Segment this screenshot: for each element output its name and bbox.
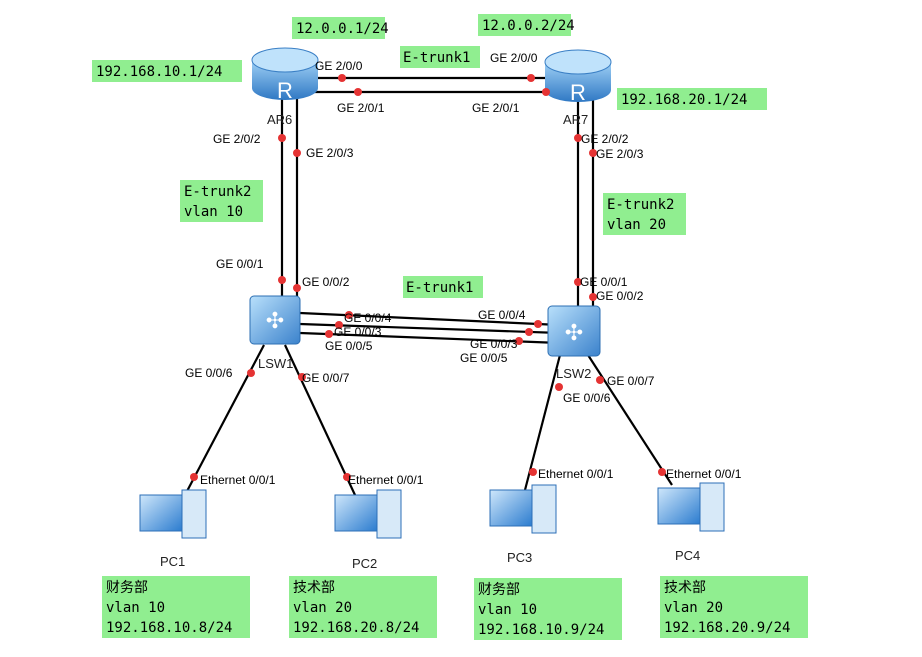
port-label: GE 0/0/2 — [596, 289, 644, 303]
device-label: AR6 — [267, 112, 292, 127]
switch-lsw1[interactable]: ✣ LSW1 — [249, 295, 301, 371]
note-pc1-ip: 192.168.10.8/24 — [106, 620, 232, 636]
port-label: GE 0/0/5 — [325, 339, 373, 353]
port-label: GE 0/0/6 — [563, 391, 611, 405]
svg-text:✣: ✣ — [565, 320, 583, 345]
device-label: PC4 — [675, 548, 700, 563]
link-lsw-g003 — [299, 322, 561, 335]
note-etrunk1-switches: E-trunk1 — [406, 280, 473, 296]
note-ar7-wan: 12.0.0.2/24 — [482, 18, 575, 34]
port-label: GE 0/0/7 — [302, 371, 350, 385]
pc-icon — [334, 494, 378, 532]
link-lsw1-pc2 — [284, 344, 356, 496]
port-label: GE 0/0/1 — [580, 275, 628, 289]
pc-pc1[interactable]: PC1 — [139, 489, 207, 569]
port-label: GE 2/0/1 — [337, 101, 385, 115]
note-etrunk2-right: E-trunk2 — [607, 197, 674, 213]
note-pc3-vlan: vlan 10 — [478, 602, 537, 618]
port-label: GE 2/0/0 — [490, 51, 538, 65]
port-label: Ethernet 0/0/1 — [666, 467, 742, 481]
pc-pc4[interactable]: PC4 — [657, 482, 725, 563]
port-dots — [190, 74, 666, 481]
pc-icon — [657, 487, 701, 525]
note-etrunk2-left: E-trunk2 — [184, 184, 251, 200]
svg-text:R: R — [277, 78, 293, 103]
svg-text:R: R — [570, 80, 586, 105]
port-label: Ethernet 0/0/1 — [538, 467, 614, 481]
note-pc2-vlan: vlan 20 — [293, 600, 352, 616]
port-label: Ethernet 0/0/1 — [348, 473, 424, 487]
port-label: GE 2/0/3 — [596, 147, 644, 161]
port-label: GE 0/0/3 — [334, 325, 382, 339]
pc-icon — [489, 489, 533, 527]
port-label: GE 0/0/3 — [470, 337, 518, 351]
note-etrunk1-routers: E-trunk1 — [403, 50, 470, 66]
port-label: GE 0/0/4 — [478, 308, 526, 322]
pc-icon — [139, 494, 183, 532]
note-pc3-ip: 192.168.10.9/24 — [478, 622, 604, 638]
pc-pc2[interactable]: PC2 — [334, 489, 402, 571]
port-label: GE 0/0/1 — [216, 257, 264, 271]
note-pc1-vlan: vlan 10 — [106, 600, 165, 616]
switch-icon — [249, 295, 301, 345]
device-label: AR7 — [563, 112, 588, 127]
switch-lsw2[interactable]: ✣ LSW2 — [547, 305, 601, 381]
notes: 12.0.0.1/24 12.0.0.2/24 192.168.10.1/24 … — [92, 14, 808, 640]
note-pc4-dept: 技术部 — [664, 580, 706, 596]
device-label: LSW2 — [556, 366, 591, 381]
pc-pc3[interactable]: PC3 — [489, 484, 557, 565]
device-label: PC1 — [160, 554, 185, 569]
note-pc4-vlan: vlan 20 — [664, 600, 723, 616]
port-label: GE 2/0/0 — [315, 59, 363, 73]
link-lsw2-pc3 — [523, 354, 562, 491]
port-label: GE 0/0/2 — [302, 275, 350, 289]
port-label: Ethernet 0/0/1 — [200, 473, 276, 487]
port-label: GE 2/0/3 — [306, 146, 354, 160]
port-label: GE 2/0/1 — [472, 101, 520, 115]
device-label: PC3 — [507, 550, 532, 565]
links — [184, 76, 673, 496]
port-label: GE 0/0/6 — [185, 366, 233, 380]
link-lsw-g004 — [299, 311, 561, 327]
interface-labels: GE 2/0/0 GE 2/0/1 GE 2/0/0 GE 2/0/1 GE 2… — [185, 51, 742, 487]
note-vlan-left: vlan 10 — [184, 204, 243, 220]
note-pc1-dept: 财务部 — [106, 580, 148, 596]
svg-text:✣: ✣ — [266, 308, 284, 333]
switch-icon — [547, 305, 601, 357]
device-label: PC2 — [352, 556, 377, 571]
note-pc2-dept: 技术部 — [293, 580, 335, 596]
note-ar6-wan: 12.0.0.1/24 — [296, 21, 389, 37]
router-ar7[interactable]: R AR7 — [544, 49, 612, 127]
note-pc3-dept: 财务部 — [478, 582, 520, 598]
router-ar6[interactable]: R AR6 — [251, 47, 319, 127]
note-vlan-right: vlan 20 — [607, 217, 666, 233]
device-label: LSW1 — [258, 356, 293, 371]
note-ar7-lan: 192.168.20.1/24 — [621, 92, 747, 108]
port-label: GE 2/0/2 — [213, 132, 261, 146]
port-label: GE 0/0/4 — [344, 311, 392, 325]
note-ar6-lan: 192.168.10.1/24 — [96, 64, 222, 80]
note-pc2-ip: 192.168.20.8/24 — [293, 620, 419, 636]
note-pc4-ip: 192.168.20.9/24 — [664, 620, 790, 636]
port-label: GE 2/0/2 — [581, 132, 629, 146]
port-label: GE 0/0/7 — [607, 374, 655, 388]
port-label: GE 0/0/5 — [460, 351, 508, 365]
